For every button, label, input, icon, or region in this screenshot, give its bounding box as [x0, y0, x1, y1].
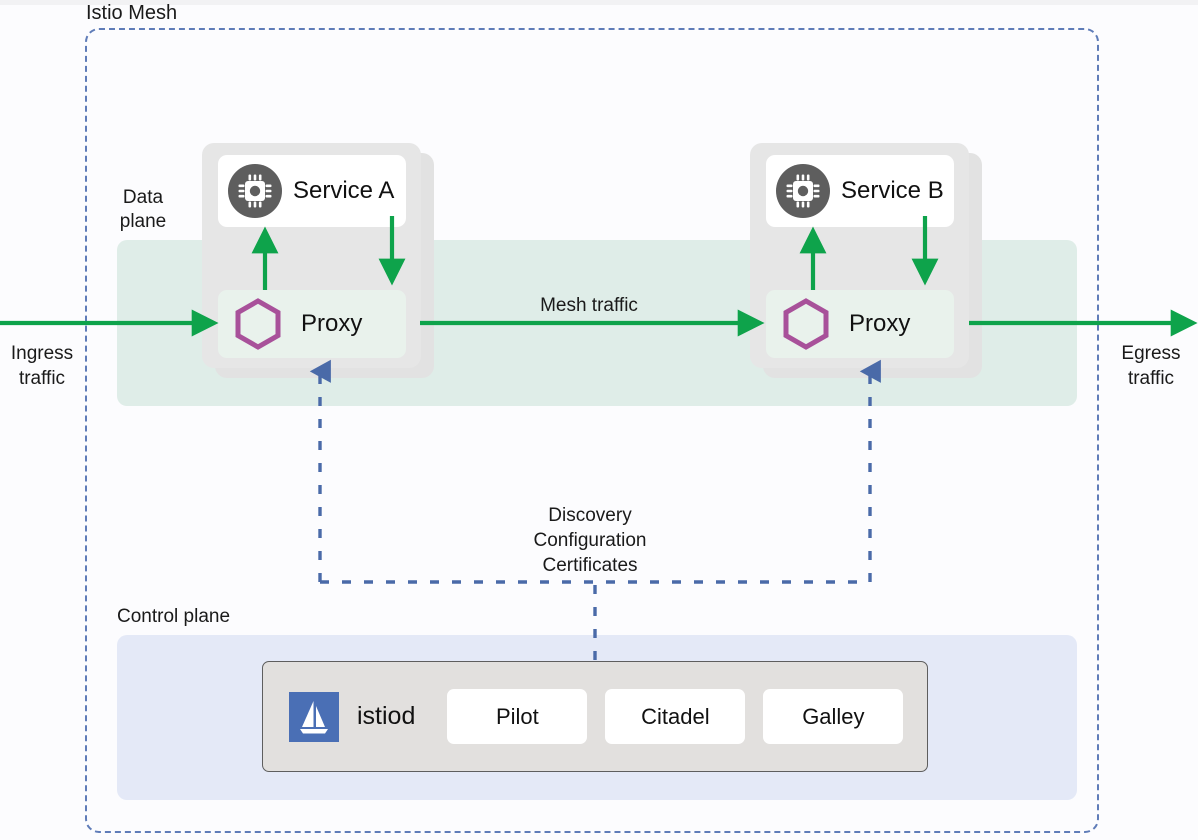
istiod-container[interactable]: istiod Pilot Citadel Galley — [262, 661, 928, 772]
istiod-label: istiod — [357, 702, 416, 730]
istio-sail-logo-icon — [289, 691, 339, 742]
proxy-label-b: Proxy — [849, 310, 911, 337]
pod-service-a[interactable]: Service A Proxy — [202, 143, 434, 378]
proxy-label-a: Proxy — [301, 310, 363, 337]
data-plane-label: Data plane — [119, 187, 167, 233]
proxy-card-b[interactable]: Proxy — [766, 290, 954, 358]
service-card-b[interactable]: Service B — [766, 155, 954, 227]
control-plane-label: Control plane — [117, 606, 231, 627]
control-plane-component-galley[interactable]: Galley — [763, 689, 904, 744]
control-plane-component-pilot[interactable]: Pilot — [447, 689, 588, 744]
config-channel-label: Discovery Configuration Certificates — [533, 505, 647, 577]
ingress-traffic-label: Ingress traffic — [10, 343, 74, 390]
chip-icon — [776, 164, 830, 218]
control-plane-component-citadel[interactable]: Citadel — [605, 689, 746, 744]
proxy-card-a[interactable]: Proxy — [218, 290, 406, 358]
mesh-traffic-label: Mesh traffic — [540, 295, 638, 316]
pod-service-b[interactable]: Service B Proxy — [750, 143, 982, 378]
service-name-b: Service B — [841, 177, 944, 204]
istio-mesh-label: Istio Mesh — [86, 2, 178, 24]
top-strip — [0, 0, 1198, 5]
hexagon-envoy-icon — [231, 297, 285, 351]
istio-mesh-boundary — [85, 28, 1099, 833]
egress-traffic-label: Egress traffic — [1121, 343, 1181, 390]
hexagon-envoy-icon — [779, 297, 833, 351]
service-card-a[interactable]: Service A — [218, 155, 406, 227]
service-name-a: Service A — [293, 177, 395, 204]
chip-icon — [228, 164, 282, 218]
